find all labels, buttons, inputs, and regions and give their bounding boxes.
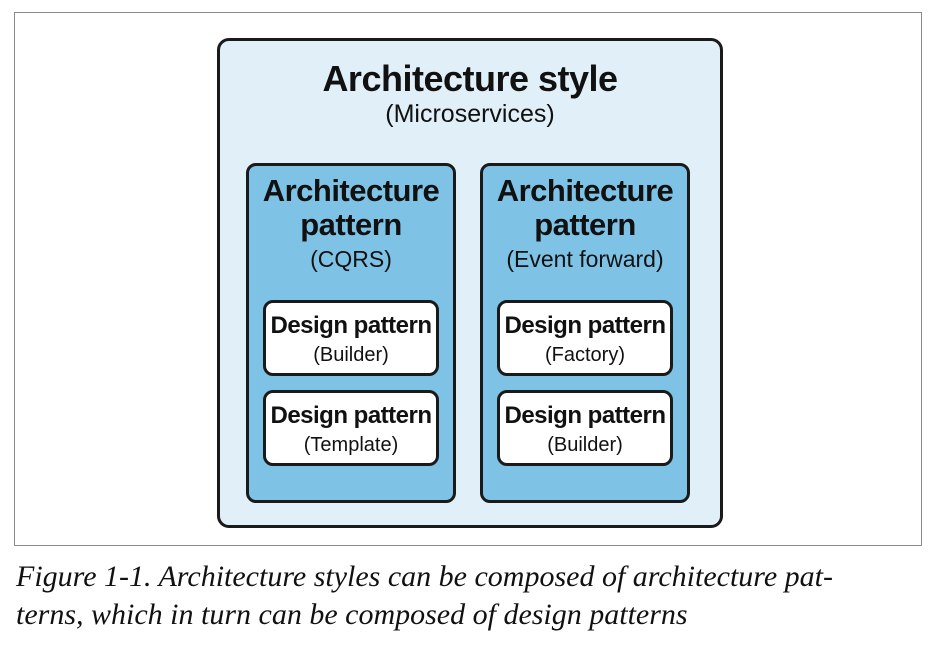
design-pattern-subtitle: (Builder) <box>547 434 623 456</box>
design-pattern-title: Design pattern <box>504 402 666 429</box>
architecture-style-box: Architecture style (Microservices) Archi… <box>217 38 723 528</box>
design-pattern-factory-box: Design pattern (Factory) <box>497 300 673 376</box>
architecture-pattern-cqrs-title-line1: Architecture <box>262 173 440 208</box>
architecture-style-subtitle: (Microservices) <box>385 100 555 128</box>
figure-caption-line1: Figure 1-1. Architecture styles can be c… <box>16 560 834 593</box>
design-pattern-subtitle: (Factory) <box>545 344 625 366</box>
architecture-pattern-event-forward-title-line2: pattern <box>534 207 636 242</box>
architecture-pattern-cqrs-title-line2: pattern <box>300 207 402 242</box>
architecture-pattern-event-forward-title: Architecture pattern <box>483 174 687 242</box>
architecture-pattern-event-forward-subtitle: (Event forward) <box>506 246 664 272</box>
architecture-style-title: Architecture style <box>322 58 618 99</box>
architecture-pattern-event-forward-title-line1: Architecture <box>496 173 674 208</box>
design-pattern-title: Design pattern <box>270 312 432 339</box>
architecture-pattern-event-forward-box: Architecture pattern (Event forward) Des… <box>480 163 690 503</box>
design-pattern-builder-box-2: Design pattern (Builder) <box>497 390 673 466</box>
design-pattern-template-box: Design pattern (Template) <box>263 390 439 466</box>
design-pattern-subtitle: (Template) <box>303 434 399 456</box>
architecture-pattern-cqrs-title: Architecture pattern <box>249 174 453 242</box>
design-pattern-builder-box: Design pattern (Builder) <box>263 300 439 376</box>
design-pattern-title: Design pattern <box>504 312 666 339</box>
figure-caption-line2: terns, which in turn can be composed of … <box>16 598 688 631</box>
architecture-pattern-cqrs-box: Architecture pattern (CQRS) Design patte… <box>246 163 456 503</box>
design-pattern-subtitle: (Builder) <box>313 344 389 366</box>
architecture-pattern-cqrs-subtitle: (CQRS) <box>310 246 392 272</box>
figure-caption: Figure 1-1. Architecture styles can be c… <box>16 558 916 634</box>
design-pattern-title: Design pattern <box>270 402 432 429</box>
